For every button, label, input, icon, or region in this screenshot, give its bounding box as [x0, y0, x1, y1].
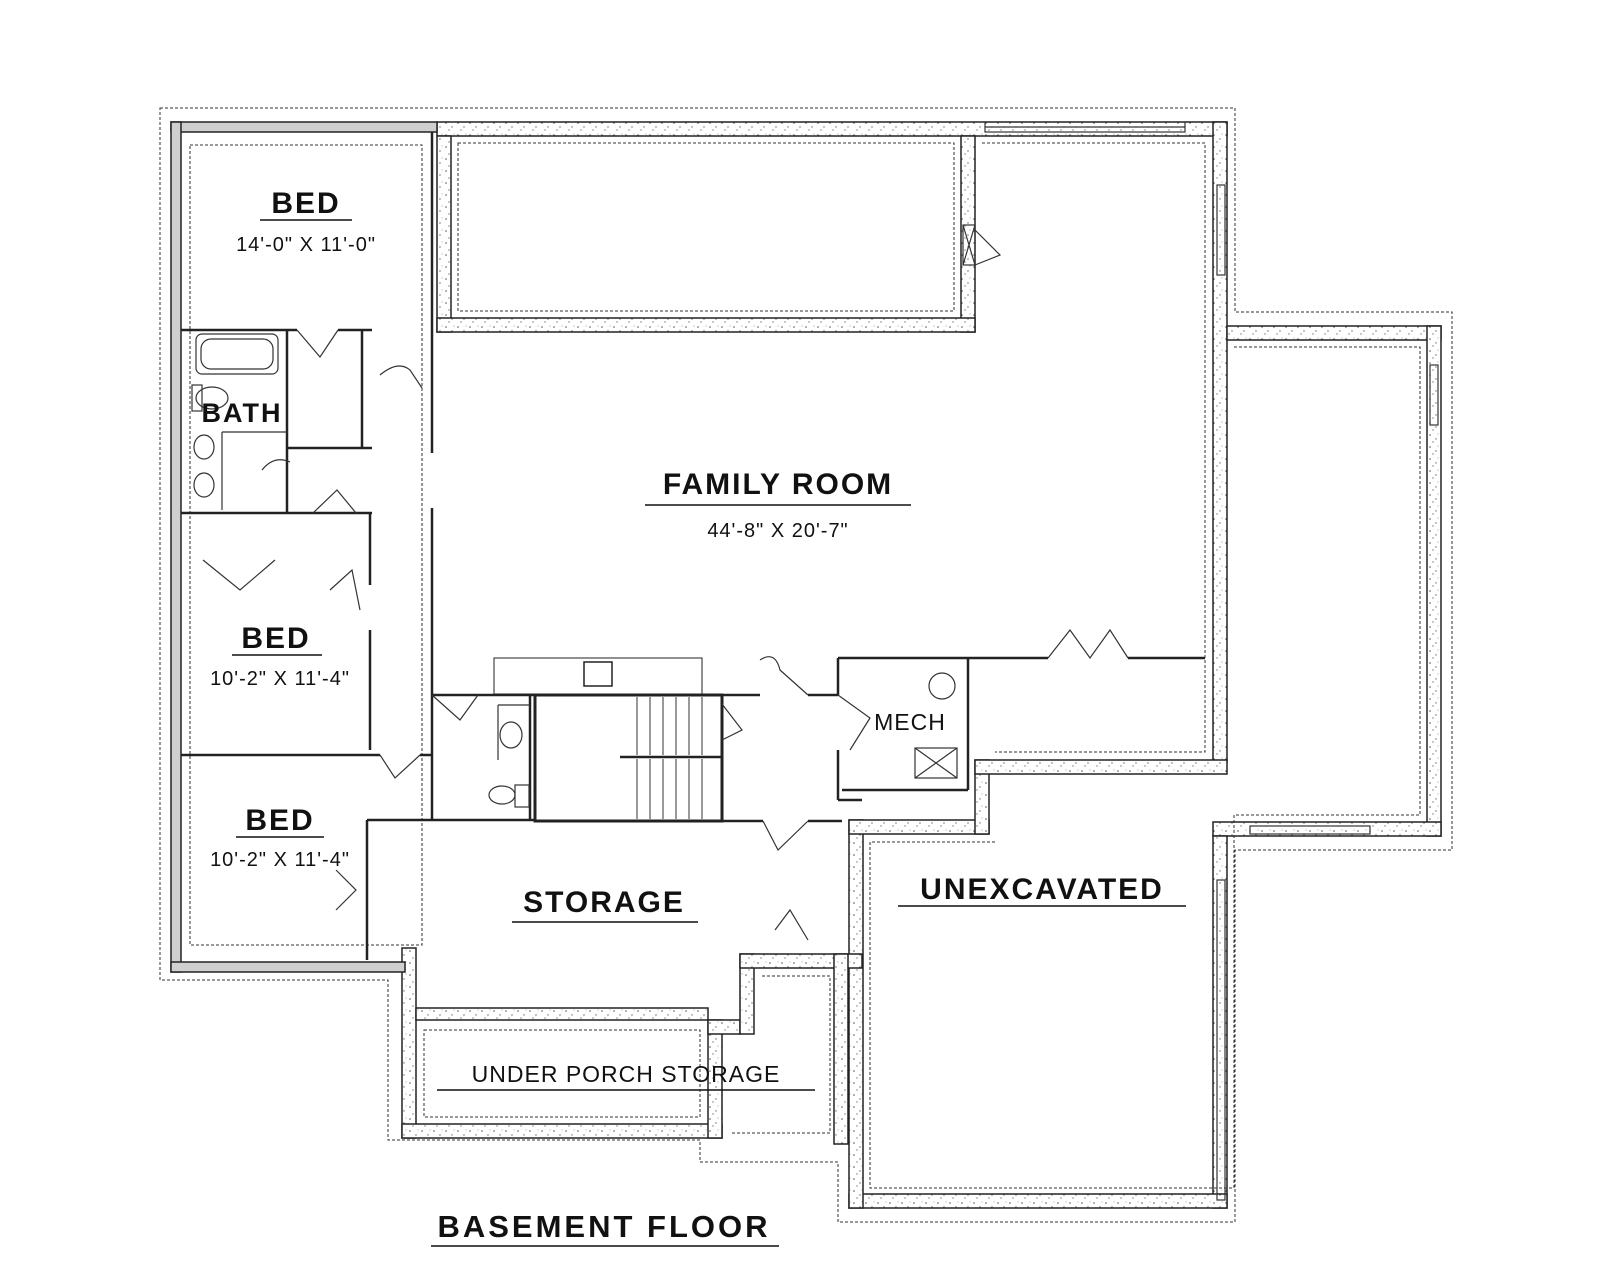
staircase	[636, 697, 703, 819]
sink-icon	[193, 472, 215, 498]
unexcavated-label: UNEXCAVATED	[920, 873, 1164, 906]
bath-label: BATH	[202, 398, 283, 428]
bedroom-wing-walls	[170, 121, 438, 973]
room-labels: BED 14'-0" X 11'-0" BATH BED 10'-2" X 11…	[202, 187, 1186, 1247]
bed3-size: 10'-2" X 11'-4"	[210, 849, 350, 871]
door-swings	[202, 229, 1129, 941]
bathtub-icon	[195, 333, 279, 375]
bed3-label: BED	[245, 804, 314, 837]
foundation-walls	[401, 121, 1442, 1209]
bed2-label: BED	[241, 622, 310, 655]
family-room-label: FAMILY ROOM	[663, 468, 893, 501]
interior-walls	[181, 132, 1205, 960]
plan-title: BASEMENT FLOOR	[437, 1209, 770, 1244]
furnace-icon	[914, 747, 958, 779]
bed2-size: 10'-2" X 11'-4"	[210, 668, 350, 690]
sink-icon	[193, 434, 215, 460]
storage-label: STORAGE	[523, 886, 685, 919]
family-room-size: 44'-8" X 20'-7"	[707, 520, 848, 542]
under-porch-storage-label: UNDER PORCH STORAGE	[472, 1061, 781, 1087]
outer-dashed-outline	[159, 107, 1453, 1223]
water-heater-icon	[928, 672, 956, 700]
mech-label: MECH	[874, 709, 946, 735]
windows	[962, 121, 1439, 1201]
inner-dashed-lines	[189, 142, 1421, 1189]
bath-fixtures	[191, 333, 958, 808]
bed1-label: BED	[271, 187, 340, 220]
powder-toilet-icon	[488, 785, 516, 805]
bed1-size: 14'-0" X 11'-0"	[236, 234, 376, 256]
powder-sink-icon	[499, 721, 523, 749]
toilet-icon	[195, 386, 229, 410]
